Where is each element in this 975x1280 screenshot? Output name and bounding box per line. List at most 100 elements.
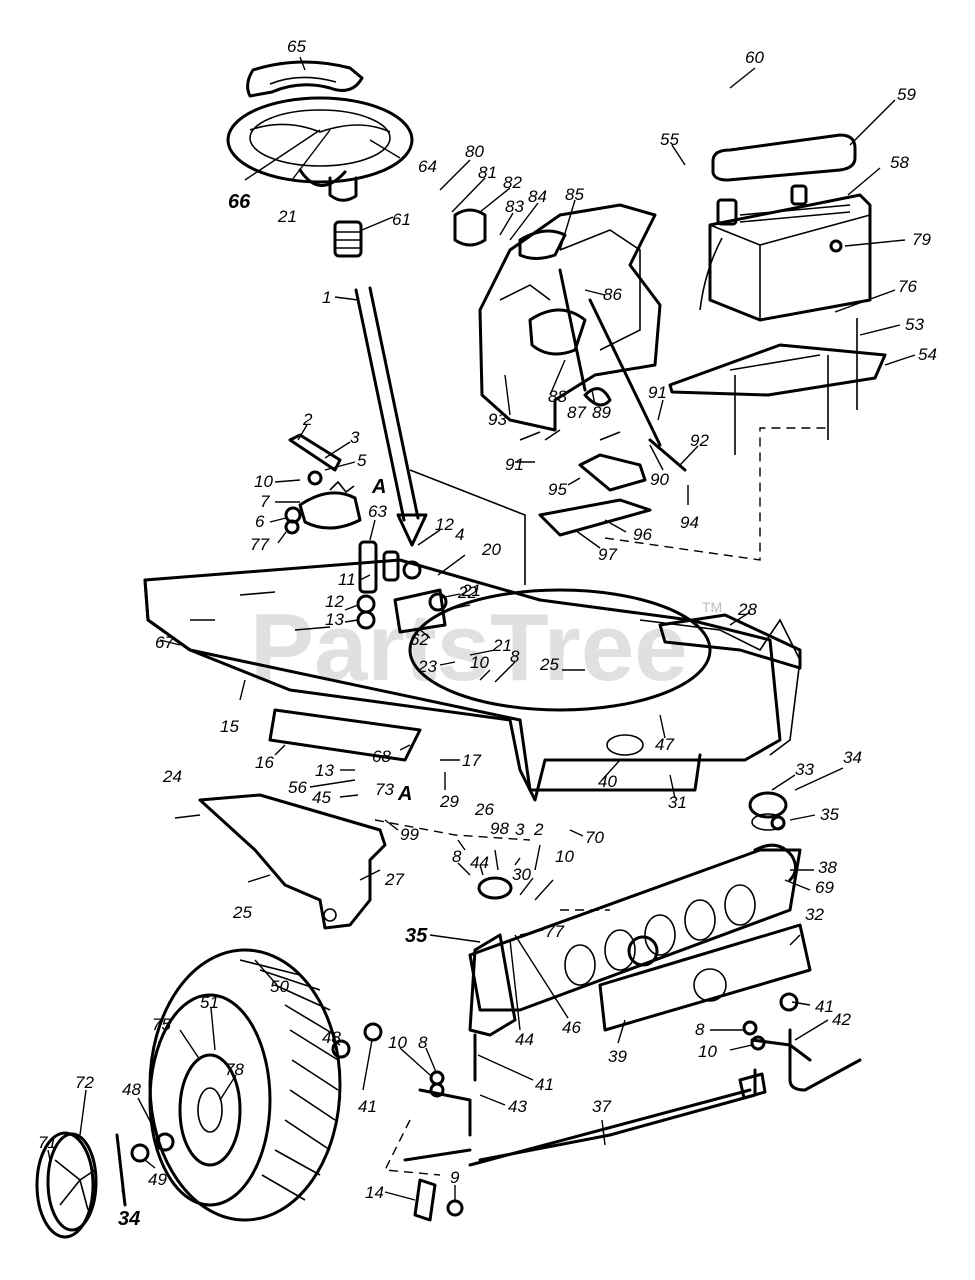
brake-bracket bbox=[538, 453, 652, 537]
callout-58: 58 bbox=[890, 153, 909, 172]
callout-95: 95 bbox=[548, 480, 567, 499]
callout-17: 17 bbox=[462, 751, 481, 770]
callout-22: 22 bbox=[457, 583, 477, 602]
callout-31: 31 bbox=[668, 793, 687, 812]
callout-73: 73 bbox=[375, 780, 394, 799]
callout-77: 77 bbox=[250, 535, 269, 554]
main-frame bbox=[143, 469, 801, 802]
tie-rod-bracket bbox=[268, 708, 422, 762]
callout-28: 28 bbox=[737, 600, 757, 619]
callout-41: 41 bbox=[358, 1097, 377, 1116]
callout-33: 33 bbox=[795, 760, 814, 779]
callout-81: 81 bbox=[478, 163, 497, 182]
callout-29: 29 bbox=[439, 792, 459, 811]
callout-30: 30 bbox=[512, 865, 531, 884]
callout-8: 8 bbox=[418, 1033, 428, 1052]
callout-11: 11 bbox=[338, 570, 356, 589]
washers-bushings bbox=[115, 815, 799, 1217]
callout-20: 20 bbox=[481, 540, 501, 559]
callout-2: 2 bbox=[533, 820, 544, 839]
callout-21: 21 bbox=[461, 581, 481, 600]
callout-10: 10 bbox=[254, 472, 273, 491]
battery bbox=[699, 184, 872, 322]
callout-35: 35 bbox=[820, 805, 839, 824]
callout-96: 96 bbox=[633, 525, 652, 544]
callout-65: 65 bbox=[287, 37, 306, 56]
callout-47: 47 bbox=[655, 735, 674, 754]
callout-63: 63 bbox=[368, 502, 387, 521]
callout-72: 72 bbox=[75, 1073, 94, 1092]
watermark-trademark: TM bbox=[702, 599, 722, 615]
callout-13: 13 bbox=[315, 761, 334, 780]
callout-56: 56 bbox=[288, 778, 307, 797]
callout-41: 41 bbox=[815, 997, 834, 1016]
steering-sector bbox=[284, 433, 362, 535]
callout-labels: 65 66 21 64 61 1 80 81 82 83 84 85 86 88… bbox=[38, 37, 937, 1230]
callout-23: 23 bbox=[417, 657, 437, 676]
front-axle bbox=[468, 843, 802, 1037]
callout-91: 91 bbox=[505, 455, 524, 474]
callout-26: 26 bbox=[474, 800, 494, 819]
callout-61: 61 bbox=[392, 210, 411, 229]
callout-76: 76 bbox=[898, 277, 917, 296]
dash-panel bbox=[453, 203, 662, 432]
callout-54: 54 bbox=[918, 345, 937, 364]
callout-34: 34 bbox=[843, 748, 862, 767]
callout-10: 10 bbox=[470, 653, 489, 672]
callout-5: 5 bbox=[357, 451, 367, 470]
callout-25: 25 bbox=[232, 903, 252, 922]
callout-99: 99 bbox=[400, 825, 419, 844]
callout-62: 62 bbox=[410, 630, 429, 649]
callout-37: 37 bbox=[592, 1097, 611, 1116]
callout-2: 2 bbox=[302, 410, 313, 429]
callout-87: 87 bbox=[567, 403, 586, 422]
callout-71: 71 bbox=[38, 1133, 57, 1152]
callout-27: 27 bbox=[384, 870, 404, 889]
callout-leaders bbox=[47, 56, 916, 1206]
battery-cover bbox=[711, 133, 857, 182]
callout-80: 80 bbox=[465, 142, 484, 161]
callout-40: 40 bbox=[598, 772, 617, 791]
callout-50: 50 bbox=[270, 977, 289, 996]
callout-46: 46 bbox=[562, 1018, 581, 1037]
callout-a: A bbox=[371, 476, 386, 498]
callout-84: 84 bbox=[528, 187, 547, 206]
callout-44: 44 bbox=[470, 853, 489, 872]
callout-82: 82 bbox=[503, 173, 522, 192]
callout-21: 21 bbox=[492, 636, 512, 655]
front-axle-plate bbox=[198, 793, 387, 930]
callout-4: 4 bbox=[455, 525, 464, 544]
callout-39: 39 bbox=[608, 1047, 627, 1066]
callout-60: 60 bbox=[745, 48, 764, 67]
callout-3: 3 bbox=[350, 428, 360, 447]
callout-34: 34 bbox=[118, 1208, 140, 1230]
callout-10: 10 bbox=[388, 1033, 407, 1052]
callout-35: 35 bbox=[405, 925, 428, 947]
callout-68: 68 bbox=[372, 747, 391, 766]
pivot-bolts bbox=[356, 540, 448, 634]
callout-83: 83 bbox=[505, 197, 524, 216]
callout-24: 24 bbox=[162, 767, 182, 786]
callout-77: 77 bbox=[545, 922, 564, 941]
callout-70: 70 bbox=[585, 828, 604, 847]
callout-89: 89 bbox=[592, 403, 611, 422]
rear-bracket bbox=[658, 613, 802, 670]
callout-85: 85 bbox=[565, 185, 584, 204]
callout-9: 9 bbox=[450, 1168, 460, 1187]
front-wheel bbox=[148, 948, 342, 1222]
callout-a: A bbox=[397, 783, 412, 805]
callout-64: 64 bbox=[418, 157, 437, 176]
callout-51: 51 bbox=[200, 993, 219, 1012]
callout-14: 14 bbox=[365, 1183, 384, 1202]
callout-88: 88 bbox=[548, 387, 567, 406]
callout-10: 10 bbox=[698, 1042, 717, 1061]
callout-93: 93 bbox=[488, 410, 507, 429]
callout-43: 43 bbox=[508, 1097, 527, 1116]
callout-13: 13 bbox=[325, 610, 344, 629]
callout-1: 1 bbox=[322, 288, 331, 307]
tie-rod bbox=[468, 1072, 767, 1167]
callout-32: 32 bbox=[805, 905, 824, 924]
callout-8: 8 bbox=[695, 1020, 705, 1039]
callout-66: 66 bbox=[228, 191, 251, 213]
callout-12: 12 bbox=[325, 592, 344, 611]
